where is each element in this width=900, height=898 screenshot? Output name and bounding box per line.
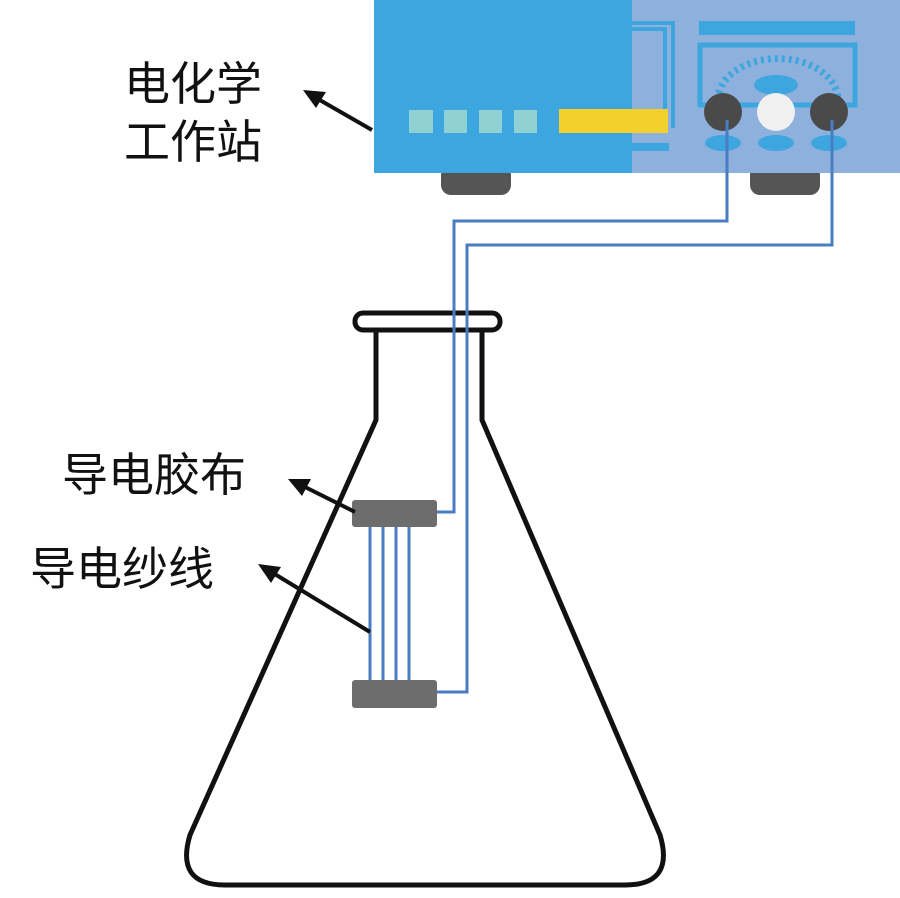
label-workstation-line1: 电化学	[124, 57, 262, 111]
wire-working	[437, 120, 729, 514]
conical-flask	[184, 310, 666, 888]
pointer-arrows	[258, 90, 373, 634]
electrochemical-workstation	[374, 0, 900, 195]
knob-center	[757, 93, 795, 131]
conductive-tape-bottom	[352, 680, 437, 708]
indicator-light	[409, 110, 433, 133]
indicator-light	[444, 110, 467, 133]
knob-right	[810, 93, 848, 131]
indicator-light	[479, 110, 502, 133]
conductive-yarns	[368, 527, 411, 682]
wire-counter	[437, 120, 834, 694]
wires	[368, 120, 834, 694]
indicator-light	[514, 110, 537, 133]
workstation-body-left	[374, 0, 634, 173]
label-conductive-tape: 导电胶布	[62, 448, 246, 502]
flask-rim	[352, 310, 503, 333]
display-bar	[559, 109, 668, 133]
conductive-tape-top	[352, 500, 437, 527]
dial-icon	[714, 55, 842, 101]
label-conductive-yarn: 导电纱线	[30, 542, 214, 596]
label-workstation-line2: 工作站	[124, 115, 262, 169]
knob-left	[704, 93, 742, 131]
